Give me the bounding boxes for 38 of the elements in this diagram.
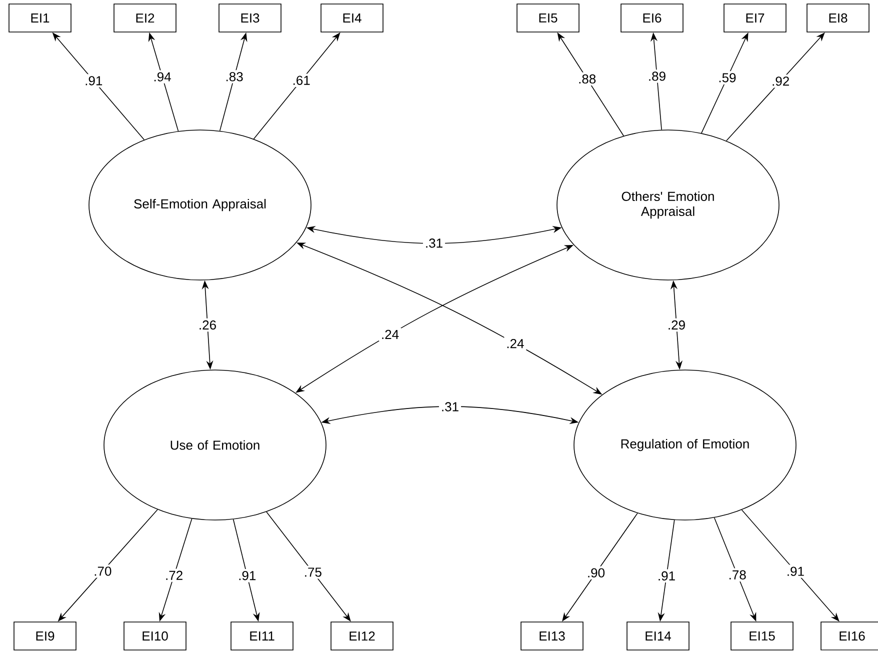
indicator-box: EI8 xyxy=(806,4,870,32)
edge-label: .91 xyxy=(784,564,806,578)
edge-label: .78 xyxy=(726,568,748,582)
indicator-box: EI14 xyxy=(626,622,690,650)
indicator-box: EI6 xyxy=(620,4,684,32)
indicator-box: EI11 xyxy=(230,622,294,650)
indicator-box: EI7 xyxy=(724,4,786,32)
indicator-box: EI4 xyxy=(320,4,384,32)
edge-label: .31 xyxy=(422,236,446,250)
indicator-box: EI1 xyxy=(8,4,72,32)
edge-label: .88 xyxy=(576,72,598,86)
edge-label: .24 xyxy=(379,328,402,341)
indicator-box: EI2 xyxy=(114,4,176,32)
edge-label: .72 xyxy=(163,568,186,582)
edge-label: .92 xyxy=(770,74,792,88)
edge-label: .29 xyxy=(665,318,688,332)
edge-label: .61 xyxy=(290,74,312,87)
indicator-box: EI13 xyxy=(520,622,584,650)
edge-label: .91 xyxy=(236,569,258,582)
edge-label: .91 xyxy=(82,74,105,88)
indicator-box: EI15 xyxy=(730,622,794,650)
edge-label: .75 xyxy=(302,566,324,579)
edge-label: .94 xyxy=(151,70,174,84)
edge-label: .90 xyxy=(584,566,608,580)
indicator-box: EI9 xyxy=(14,622,76,650)
edge-label: .91 xyxy=(655,569,678,583)
indicator-box: EI12 xyxy=(330,622,394,650)
edge-label: .89 xyxy=(646,70,668,83)
edge-label: .31 xyxy=(438,400,462,414)
edge-label: .24 xyxy=(504,337,526,350)
edge-label: .70 xyxy=(92,564,114,578)
indicator-box: EI3 xyxy=(218,4,282,32)
indicator-box: EI16 xyxy=(820,622,878,650)
edge-label: .26 xyxy=(196,318,219,332)
edge-label: .83 xyxy=(223,70,246,84)
edge-label: .59 xyxy=(716,71,738,84)
indicator-box: EI5 xyxy=(516,4,580,32)
indicator-box: EI10 xyxy=(124,622,186,650)
